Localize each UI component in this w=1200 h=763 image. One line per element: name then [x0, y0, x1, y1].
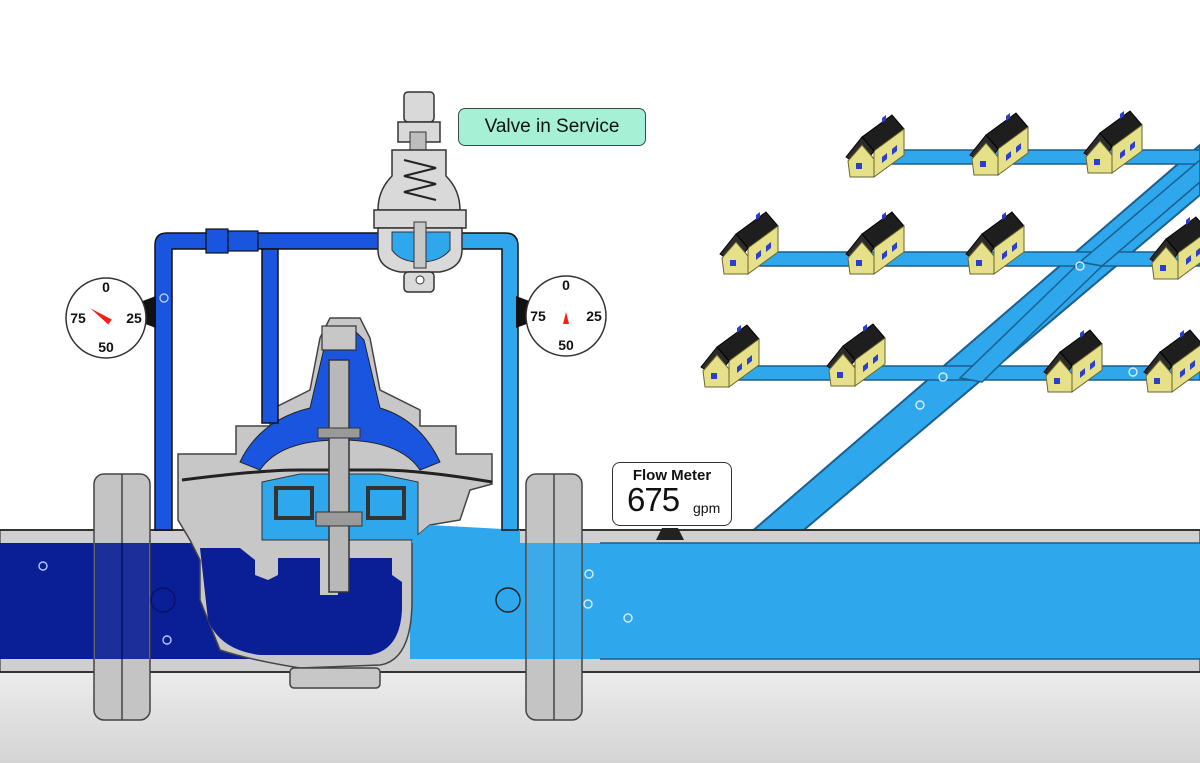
flow-meter: Flow Meter 675 gpm: [612, 462, 732, 526]
svg-text:75: 75: [70, 310, 86, 326]
pilot-tubing: [154, 228, 519, 531]
svg-text:50: 50: [558, 337, 574, 353]
house-icon: [845, 114, 905, 178]
valve-status-text: Valve in Service: [484, 116, 620, 137]
flow-meter-mount: [656, 528, 684, 540]
outlet-port: [495, 587, 521, 613]
distribution-network: [734, 143, 1200, 541]
flow-meter-title: Flow Meter: [632, 467, 712, 484]
svg-text:0: 0: [102, 279, 110, 295]
inlet-pressure-gauge: 0 75 25 50: [65, 277, 156, 359]
svg-text:0: 0: [562, 277, 570, 293]
outlet-pressure-gauge: 0 75 25 50: [516, 275, 607, 357]
flow-meter-value: 675: [627, 481, 680, 518]
svg-text:75: 75: [530, 308, 546, 324]
valve-status-label: Valve in Service: [458, 108, 646, 146]
house-icon: [969, 112, 1029, 176]
house-icon: [1143, 329, 1200, 393]
pilot-spring-icon: [403, 159, 437, 201]
pilot-valve: [373, 91, 467, 293]
valve-body: [177, 317, 520, 689]
house-icon: [1043, 329, 1103, 393]
main-pipe: [0, 529, 1200, 673]
flow-meter-unit: gpm: [693, 500, 721, 516]
svg-text:25: 25: [126, 310, 142, 326]
inlet-port: [150, 587, 176, 613]
svg-text:25: 25: [586, 308, 602, 324]
svg-text:50: 50: [98, 339, 114, 355]
